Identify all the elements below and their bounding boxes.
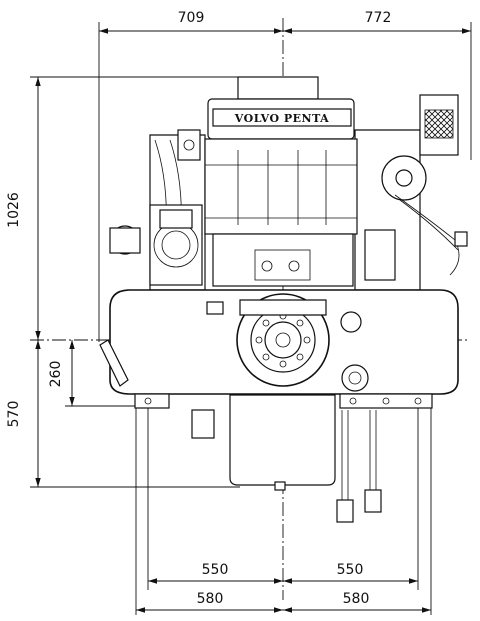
dim-772: 772 bbox=[365, 10, 392, 26]
volvo-penta-label: VOLVO PENTA bbox=[234, 112, 329, 125]
drain-plug bbox=[274, 481, 286, 491]
dimension-lines bbox=[35, 28, 471, 613]
dim-580-right: 580 bbox=[343, 591, 370, 607]
left-mount-foot bbox=[134, 393, 170, 409]
right-block-detail bbox=[364, 229, 396, 281]
engine-block bbox=[212, 233, 354, 287]
right-hose-end bbox=[364, 489, 382, 513]
dim-580-left: 580 bbox=[197, 591, 224, 607]
left-bracket bbox=[177, 129, 201, 161]
right-fitting bbox=[454, 231, 468, 247]
dim-550-right: 550 bbox=[337, 562, 364, 578]
oil-filler-cap bbox=[237, 76, 319, 100]
dim-550-left: 550 bbox=[202, 562, 229, 578]
dim-260: 260 bbox=[48, 361, 64, 388]
valve-cover bbox=[204, 138, 358, 235]
extension-lines bbox=[30, 22, 472, 615]
air-filter-grille bbox=[424, 109, 454, 139]
housing-tab bbox=[206, 301, 224, 315]
oil-pan bbox=[229, 394, 336, 486]
right-cap bbox=[340, 311, 362, 333]
dim-709: 709 bbox=[178, 10, 205, 26]
dim-1026: 1026 bbox=[6, 192, 22, 228]
right-mount-foot bbox=[339, 393, 433, 409]
left-hose-end bbox=[336, 499, 354, 523]
left-lever bbox=[99, 339, 129, 387]
left-oil-drain bbox=[191, 409, 215, 439]
brand-plate bbox=[212, 108, 352, 127]
right-filter bbox=[341, 364, 369, 392]
engine-body: VOLVO PENTA bbox=[99, 76, 468, 523]
dim-570: 570 bbox=[6, 401, 22, 428]
dimension-labels: 709 772 1026 570 260 550 550 580 580 bbox=[6, 10, 391, 607]
